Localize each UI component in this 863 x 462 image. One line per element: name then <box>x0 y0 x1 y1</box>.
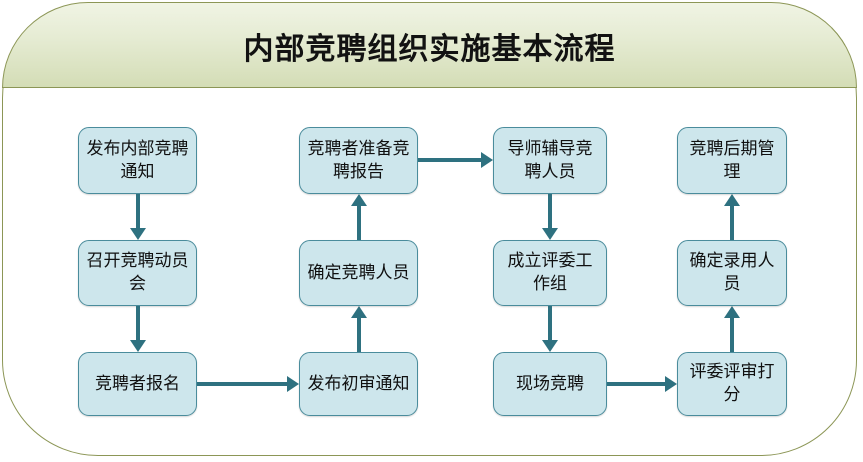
arrowhead-n8-n9 <box>542 340 558 352</box>
process-node-label: 评委评审打分 <box>689 362 775 405</box>
process-node-n1[interactable]: 发布内部竞聘通知 <box>78 127 197 194</box>
process-node-label: 导师辅导竞聘人员 <box>507 138 593 182</box>
connector-n3-n4 <box>197 382 287 386</box>
connector-n9-n10 <box>607 382 665 386</box>
process-node-label: 确定录用人员 <box>689 251 775 294</box>
process-node-label: 召开竞聘动员会 <box>86 251 189 294</box>
arrowhead-n6-n7 <box>481 152 493 168</box>
process-node-label: 确定竞聘人员 <box>307 262 410 283</box>
connector-n4-n5 <box>356 318 361 352</box>
process-node-n6[interactable]: 竞聘者准备竞聘报告 <box>299 127 418 194</box>
arrowhead-n4-n5 <box>350 306 367 318</box>
connector-n10-n11 <box>730 318 734 352</box>
arrowhead-n11-n12 <box>724 194 740 206</box>
process-node-n7[interactable]: 导师辅导竞聘人员 <box>493 127 607 194</box>
connector-n2-n3 <box>135 306 140 340</box>
connector-n7-n8 <box>548 194 552 228</box>
header-banner: 内部竞聘组织实施基本流程 <box>2 2 857 88</box>
arrowhead-n10-n11 <box>724 306 740 318</box>
connector-n6-n7 <box>418 158 481 162</box>
connector-n5-n6 <box>356 206 361 240</box>
connector-n1-n2 <box>135 194 140 228</box>
process-node-n11[interactable]: 确定录用人员 <box>677 240 787 306</box>
connector-n11-n12 <box>730 206 734 240</box>
process-node-n5[interactable]: 确定竞聘人员 <box>299 240 418 306</box>
arrowhead-n1-n2 <box>129 228 146 240</box>
connector-n8-n9 <box>548 306 552 340</box>
process-node-n3[interactable]: 竞聘者报名 <box>78 352 197 416</box>
process-node-label: 发布内部竞聘通知 <box>86 138 189 182</box>
process-node-n4[interactable]: 发布初审通知 <box>299 352 418 416</box>
process-node-label: 成立评委工作组 <box>507 251 593 294</box>
process-node-n10[interactable]: 评委评审打分 <box>677 352 787 416</box>
process-node-label: 竞聘者报名 <box>95 373 180 394</box>
process-node-n9[interactable]: 现场竞聘 <box>493 352 607 416</box>
arrowhead-n5-n6 <box>350 194 367 206</box>
process-node-n8[interactable]: 成立评委工作组 <box>493 240 607 306</box>
arrowhead-n2-n3 <box>129 340 146 352</box>
page-title: 内部竞聘组织实施基本流程 <box>243 32 616 67</box>
arrowhead-n3-n4 <box>287 376 299 392</box>
process-node-n2[interactable]: 召开竞聘动员会 <box>78 240 197 306</box>
process-node-label: 竞聘后期管理 <box>689 138 775 182</box>
arrowhead-n7-n8 <box>542 228 558 240</box>
arrowhead-n9-n10 <box>665 376 677 392</box>
process-node-n12[interactable]: 竞聘后期管理 <box>677 127 787 194</box>
process-node-label: 发布初审通知 <box>307 373 410 394</box>
process-node-label: 现场竞聘 <box>516 373 584 394</box>
process-node-label: 竞聘者准备竞聘报告 <box>307 138 410 182</box>
